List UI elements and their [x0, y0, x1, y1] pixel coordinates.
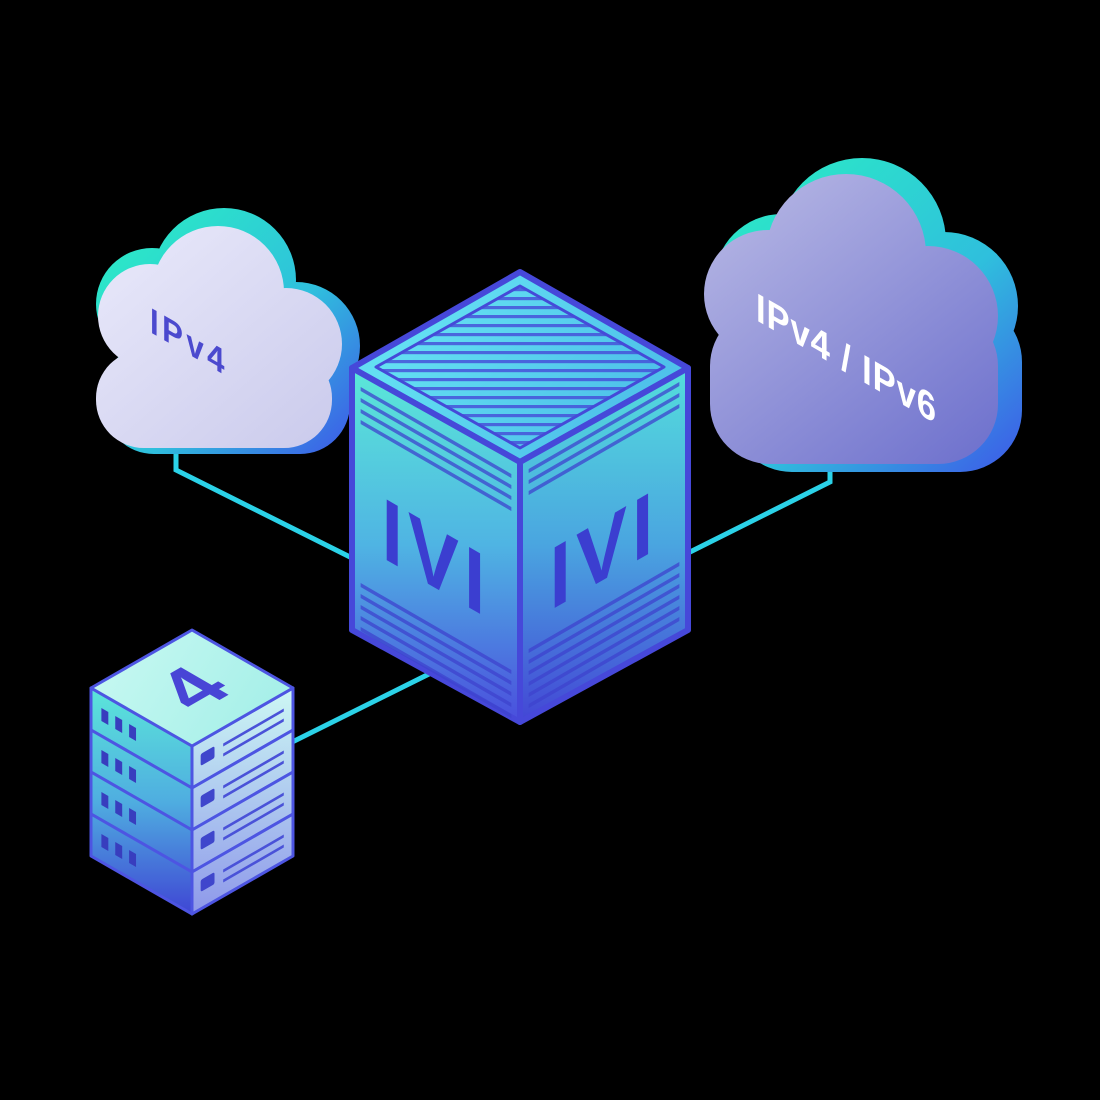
- cloud-ipv4: IPv4: [96, 208, 360, 454]
- server-stack-top-face: [89, 628, 295, 748]
- cube-left-face-stripes: [360, 387, 512, 718]
- server-stack: 4: [89, 628, 295, 916]
- cloud-ipv4-body: [96, 226, 342, 448]
- ivi-translator-cube: IVI IVI: [349, 269, 691, 725]
- server-unit-front-details: [200, 708, 284, 766]
- server-unit: [89, 812, 295, 916]
- server-unit-vent-notches: [101, 792, 137, 825]
- server-unit-vent-notches: [101, 750, 137, 783]
- server-unit: [89, 770, 295, 874]
- cloud-ipv4-ipv6-body: [704, 174, 998, 464]
- server-unit-vent-notches: [101, 834, 137, 867]
- cube-top-face-stripe-panel: [374, 284, 666, 450]
- server-unit-front-details: [200, 834, 284, 892]
- server-unit-front-details: [200, 750, 284, 808]
- server-unit-vent-notches: [101, 708, 137, 741]
- cloud-ipv4-ipv6: IPv4 / IPv6: [704, 158, 1022, 472]
- server-unit-front-details: [200, 792, 284, 850]
- cube-right-face-stripes: [528, 382, 680, 708]
